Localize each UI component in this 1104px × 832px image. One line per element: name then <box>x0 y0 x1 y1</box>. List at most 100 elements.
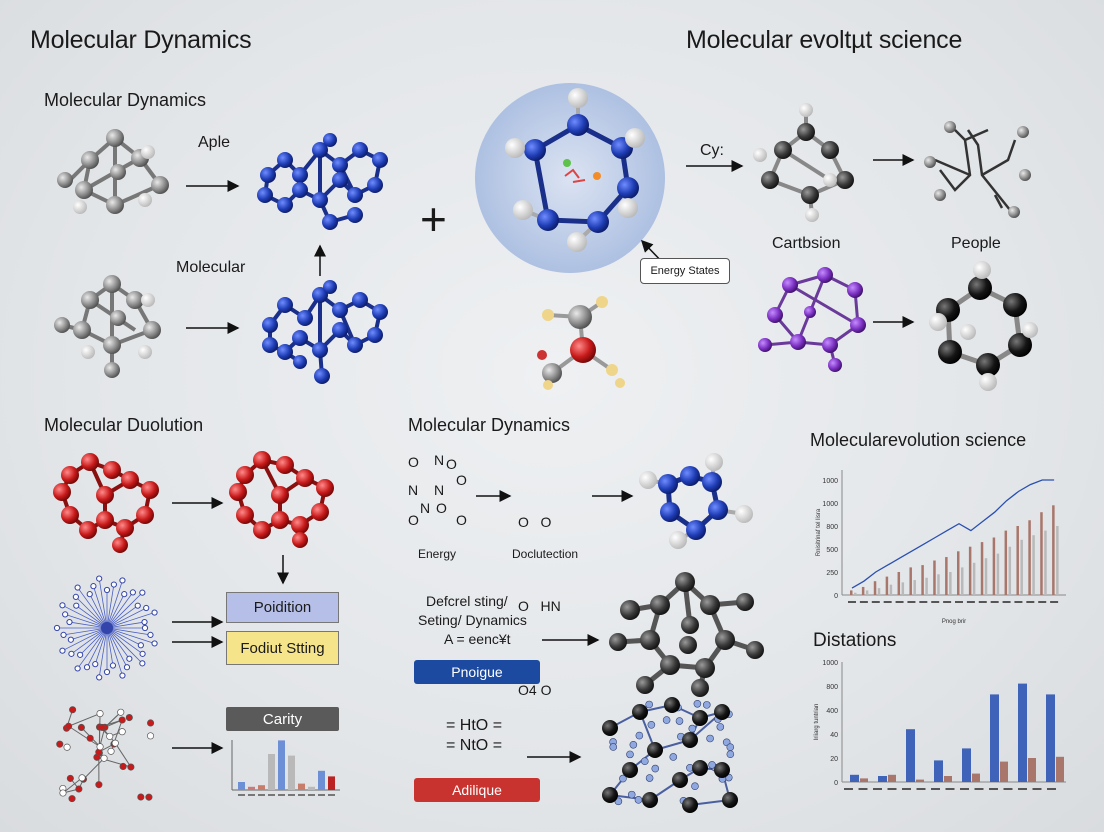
small-atom <box>614 797 623 806</box>
bar <box>1008 546 1012 595</box>
formula-atom: N <box>434 452 445 468</box>
bar <box>850 774 859 782</box>
network-node <box>139 589 146 596</box>
tick-mark <box>238 794 245 796</box>
x-tick-mark <box>916 788 926 790</box>
x-tick-mark <box>931 788 940 790</box>
purple-molecule <box>758 267 866 372</box>
formula-atom: N <box>408 482 419 498</box>
gray-molecule-1 <box>57 129 169 214</box>
bar <box>288 755 295 790</box>
formula-atom: N <box>434 482 445 498</box>
section-heading-top-left: Molecular Dynamics <box>44 90 207 110</box>
hto-line: = HtO = <box>446 717 503 734</box>
x-tick-mark <box>871 601 880 603</box>
y-tick-label: 1000 <box>822 660 838 667</box>
small-atom <box>635 731 644 740</box>
label-doclutection: Doclutection <box>512 547 579 561</box>
network-node <box>146 732 155 740</box>
network-node <box>90 583 97 590</box>
network-node <box>147 719 155 727</box>
network-node <box>75 785 83 793</box>
bar <box>1028 758 1036 782</box>
plus-sign: + <box>420 193 447 245</box>
black-atom <box>632 704 648 720</box>
bar <box>921 565 924 595</box>
x-tick-mark <box>1014 601 1023 603</box>
tick-mark <box>258 794 265 796</box>
formula-atom: N <box>420 500 431 516</box>
nto-line: = NtO = <box>446 737 503 754</box>
x-tick-mark <box>966 601 975 603</box>
network-node <box>118 728 126 736</box>
network-node <box>100 754 108 762</box>
x-tick-mark <box>974 788 984 790</box>
y-tick-label: 400 <box>826 708 838 715</box>
network-node <box>68 650 75 657</box>
defcrel-line: Defcrel sting/ <box>426 593 508 609</box>
bar <box>308 786 315 790</box>
network-node <box>151 640 158 647</box>
x-tick-mark <box>1003 788 1013 790</box>
network-node <box>119 762 127 771</box>
bar <box>1040 512 1043 595</box>
x-tick-mark <box>902 788 911 790</box>
bar <box>933 560 936 595</box>
network-node <box>134 602 141 609</box>
energy-states-callout: Energy States <box>640 258 730 284</box>
nto-text: NtO <box>459 737 489 754</box>
x-tick-mark <box>848 601 856 603</box>
label-cartbsion: Cartbsion <box>772 235 841 252</box>
black-atom <box>622 762 638 778</box>
y-tick-label: 40 <box>830 732 838 739</box>
bar <box>992 537 996 595</box>
bar <box>990 694 999 782</box>
network-node <box>77 723 85 732</box>
bar <box>949 572 952 595</box>
bar <box>980 542 984 595</box>
network-node <box>92 661 99 668</box>
dark-gray-cluster <box>609 572 764 697</box>
network-node <box>56 740 64 748</box>
bar <box>906 729 915 782</box>
bar <box>877 588 881 595</box>
bar <box>278 740 285 790</box>
bar <box>865 590 869 595</box>
formula-line: O4 O <box>518 682 552 698</box>
tick-mark <box>248 794 255 796</box>
formula-atom: O <box>408 512 419 528</box>
network-node <box>119 577 126 584</box>
small-atom <box>726 750 735 758</box>
small-atom <box>702 701 711 709</box>
network-node <box>137 793 145 801</box>
dark-molecule-1 <box>753 103 854 222</box>
small-atom <box>645 700 653 709</box>
x-tick-mark <box>989 788 998 790</box>
network-node <box>121 591 128 598</box>
bar <box>916 779 924 782</box>
blue-ring-small <box>639 453 753 549</box>
section-heading-bottom-middle: Molecular Dynamics <box>408 415 571 435</box>
network-node <box>86 591 93 598</box>
x-tick-mark <box>1038 601 1047 603</box>
starburst-network <box>53 575 158 681</box>
bar <box>937 574 940 595</box>
small-atom <box>688 724 697 733</box>
bar <box>1044 530 1047 595</box>
bar <box>961 567 964 595</box>
small-atom <box>675 717 684 725</box>
small-atom <box>609 743 618 751</box>
network-node <box>139 650 146 657</box>
network-node <box>78 774 86 782</box>
small-atom <box>662 716 671 724</box>
bar <box>238 782 245 790</box>
network-node <box>145 793 153 801</box>
blue-molecule-1 <box>257 133 388 230</box>
bar <box>258 785 265 790</box>
main-title-right: Molecular evoltµt science <box>686 26 963 54</box>
bar <box>901 582 905 595</box>
label-cy: Cy: <box>700 142 724 159</box>
network-node <box>137 642 144 649</box>
